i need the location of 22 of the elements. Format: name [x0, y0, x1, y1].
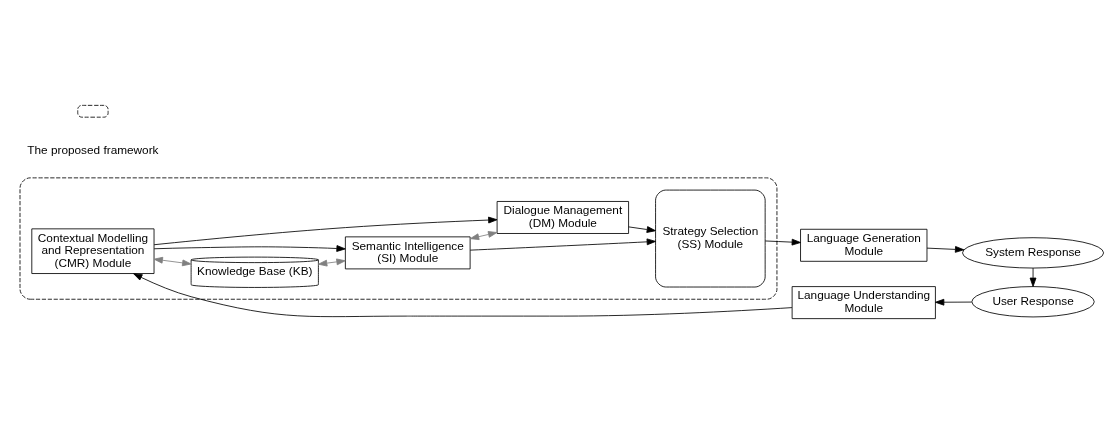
arrow [469, 230, 498, 240]
node-ellipse: System Response [962, 236, 1104, 268]
arrow [153, 216, 498, 245]
arrow [153, 244, 346, 252]
arrow [133, 272, 793, 317]
legend-label: The proposed framework [27, 142, 159, 157]
cluster [19, 176, 778, 300]
node-box: Strategy Selection (SS) Module [655, 189, 766, 287]
node-box: Language Understanding Module [791, 285, 936, 319]
arrow [153, 256, 192, 266]
arrow [1029, 267, 1037, 287]
arrow [318, 258, 346, 266]
arrow [935, 298, 973, 306]
node-box: Semantic Intelligence (SI) Module [344, 235, 471, 269]
arrow [926, 245, 965, 253]
node-box: Language Generation Module [800, 228, 928, 262]
arrow [764, 238, 801, 245]
node-ellipse: User Response [971, 285, 1095, 317]
node-box: Dialogue Management (DM) Module [496, 200, 629, 234]
node-box: Contextual Modelling and Representation (CMR) Module [31, 227, 155, 274]
arrow [469, 237, 656, 251]
arrow [628, 225, 656, 233]
